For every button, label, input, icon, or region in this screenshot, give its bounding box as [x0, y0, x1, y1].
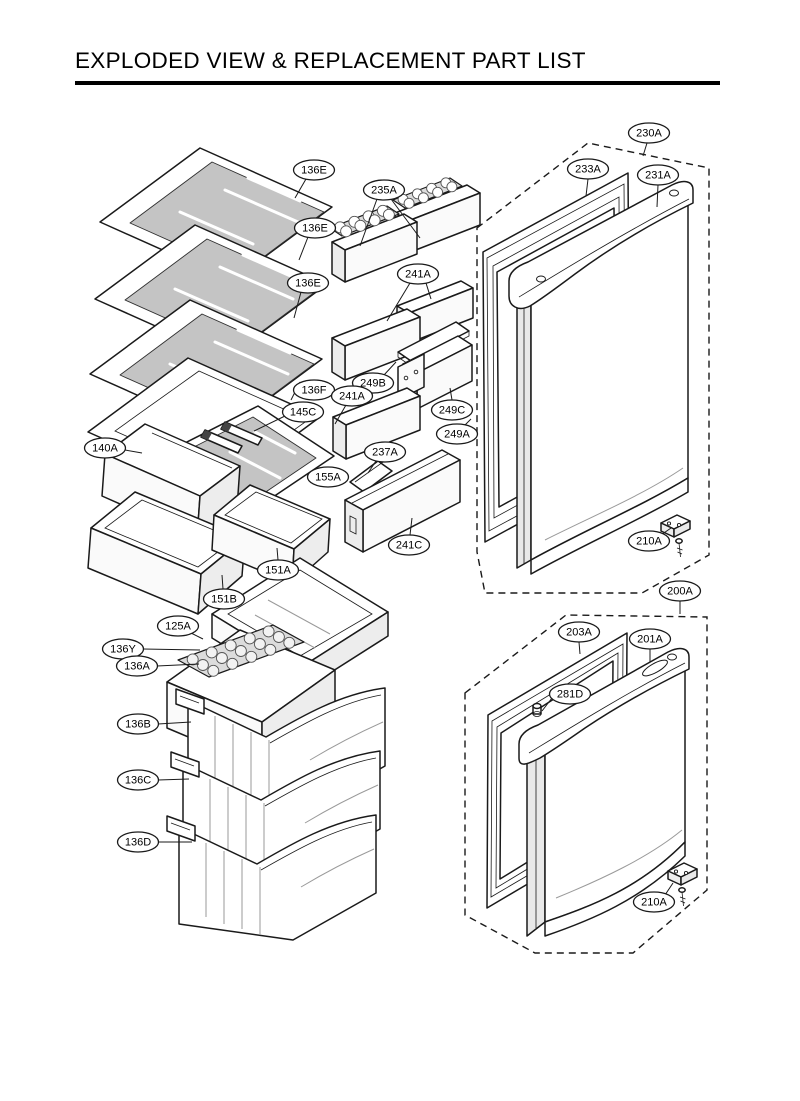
callout-230A: 230A: [627, 122, 671, 157]
callout-241A: 241A: [386, 263, 440, 322]
callout-249A: 249A: [435, 418, 479, 445]
egg-cells: [397, 177, 458, 209]
part-number-label: 151B: [211, 594, 237, 606]
callout-203A: 203A: [557, 621, 601, 655]
callout-151B: 151B: [202, 574, 246, 610]
part-number-label: 201A: [637, 634, 663, 646]
part-number-label: 231A: [645, 170, 671, 182]
callout-125A: 125A: [156, 615, 204, 640]
bottom-door-assembly: [464, 614, 708, 954]
door-pin: [532, 702, 542, 717]
callout-233A: 233A: [566, 158, 610, 197]
part-number-label: 145C: [290, 407, 316, 419]
callout-136B: 136B: [116, 713, 192, 735]
part-number-label: 136E: [295, 278, 321, 290]
callout-241A: 241A: [330, 385, 374, 425]
bottom-door: [518, 647, 690, 937]
part-number-label: 203A: [566, 627, 592, 639]
part-number-label: 136E: [301, 165, 327, 177]
part-number-label: 210A: [636, 536, 662, 548]
part-number-label: 241A: [405, 269, 431, 281]
part-number-label: 230A: [636, 128, 662, 140]
callout-210A: 210A: [627, 527, 672, 552]
part-number-label: 155A: [315, 472, 341, 484]
part-number-label: 281D: [557, 689, 583, 701]
glass-shelf-2: [94, 224, 328, 359]
part-number-label: 125A: [165, 621, 191, 633]
callout-136Y: 136Y: [101, 638, 201, 660]
callout-241C: 241C: [387, 517, 431, 556]
door-bin-241A-upper-left: [331, 308, 421, 381]
callout-140A: 140A: [83, 437, 143, 459]
callout-231A: 231A: [636, 164, 680, 208]
part-number-label: 241A: [339, 391, 365, 403]
callout-136D: 136D: [116, 831, 192, 853]
callout-200A: 200A: [658, 580, 702, 614]
callout-136C: 136C: [116, 769, 190, 791]
screw-icon: [675, 538, 683, 558]
part-number-label: 241C: [396, 540, 422, 552]
part-number-label: 249C: [439, 405, 465, 417]
part-number-label: 136A: [124, 661, 150, 673]
page-title: EXPLODED VIEW & REPLACEMENT PART LIST: [75, 48, 720, 85]
part-number-label: 210A: [641, 897, 667, 909]
callout-136E: 136E: [286, 272, 330, 319]
part-number-label: 233A: [575, 164, 601, 176]
callout-136A: 136A: [115, 655, 200, 677]
callout-201A: 201A: [628, 628, 672, 662]
bottom-door-cap: [518, 647, 690, 765]
part-number-label: 136E: [302, 223, 328, 235]
door-bin-241A-lower: [332, 387, 421, 460]
top-door-dashed-box: [476, 142, 710, 594]
top-door: [508, 180, 694, 575]
ice-tray-136Y: [177, 624, 305, 678]
callout-237A: 237A: [363, 441, 407, 474]
callout-210A: 210A: [632, 882, 676, 913]
callout-136F: 136F: [290, 379, 336, 401]
callout-145C: 145C: [253, 401, 325, 432]
glass-shelf-1: [99, 147, 333, 282]
part-number-label: 249A: [444, 429, 470, 441]
screw-icon: [678, 887, 686, 907]
top-door-cap: [508, 180, 694, 310]
part-number-label: 136D: [125, 837, 151, 849]
ice-cells: [186, 625, 296, 677]
part-number-label: 237A: [372, 447, 398, 459]
callout-155A: 155A: [306, 466, 350, 488]
callout-136E: 136E: [292, 159, 336, 199]
part-number-label: 136C: [125, 775, 151, 787]
callout-151A: 151A: [256, 547, 300, 581]
top-door-assembly: [476, 142, 710, 594]
egg-tray-left: [329, 204, 418, 283]
part-number-label: 136F: [301, 385, 326, 397]
part-number-label: 235A: [371, 185, 397, 197]
shelf-rails-145C: [200, 421, 263, 454]
part-number-label: 140A: [92, 443, 118, 455]
callout-136E: 136E: [293, 217, 337, 261]
callout-235A: 235A: [359, 179, 421, 247]
part-number-label: 136Y: [110, 644, 136, 656]
part-number-label: 136B: [125, 719, 151, 731]
part-number-label: 249B: [360, 378, 386, 390]
callout-249C: 249C: [430, 387, 474, 421]
part-number-label: 151A: [265, 565, 291, 577]
part-number-label: 200A: [667, 586, 693, 598]
bottle-bin-241C: [344, 449, 461, 553]
bottom-door-dashed-box: [464, 614, 708, 954]
bottom-door-hinge: [667, 862, 698, 907]
callout-281D: 281D: [541, 683, 592, 712]
top-door-hinge: [660, 514, 691, 558]
